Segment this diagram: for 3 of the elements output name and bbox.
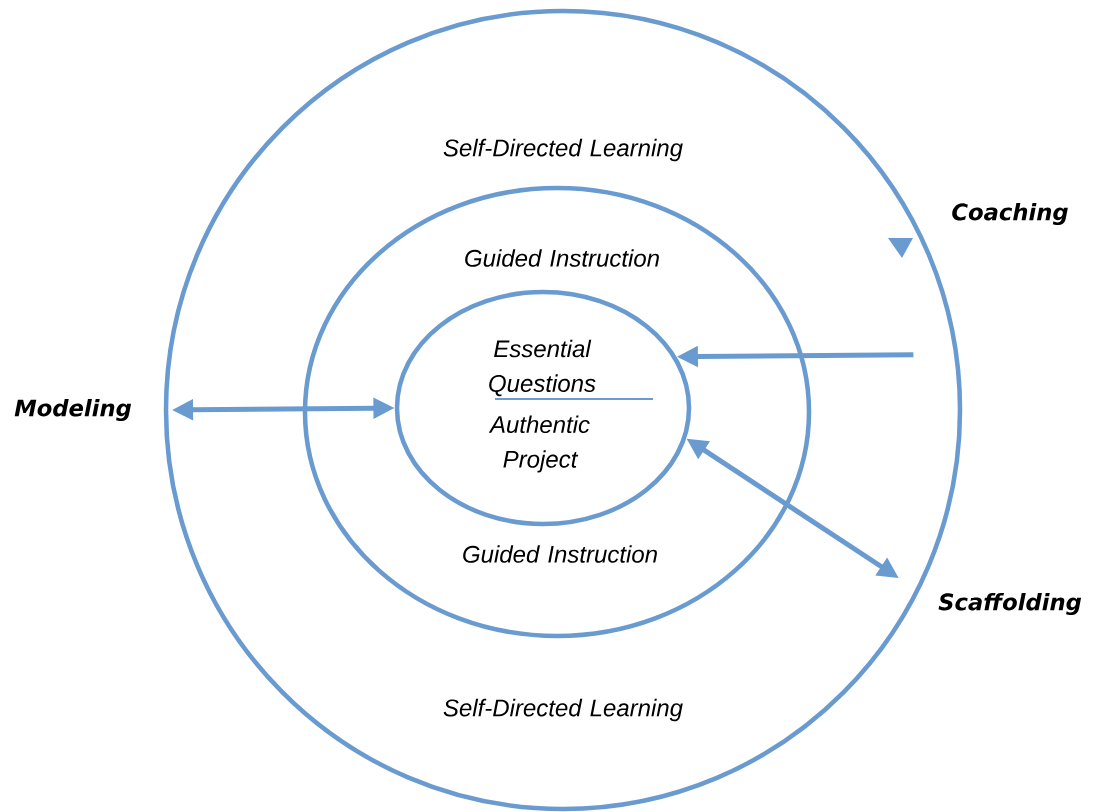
side-label: Scaffolding <box>938 592 1082 616</box>
side-label: Modeling <box>14 398 132 422</box>
side-label: Coaching <box>952 202 1068 226</box>
